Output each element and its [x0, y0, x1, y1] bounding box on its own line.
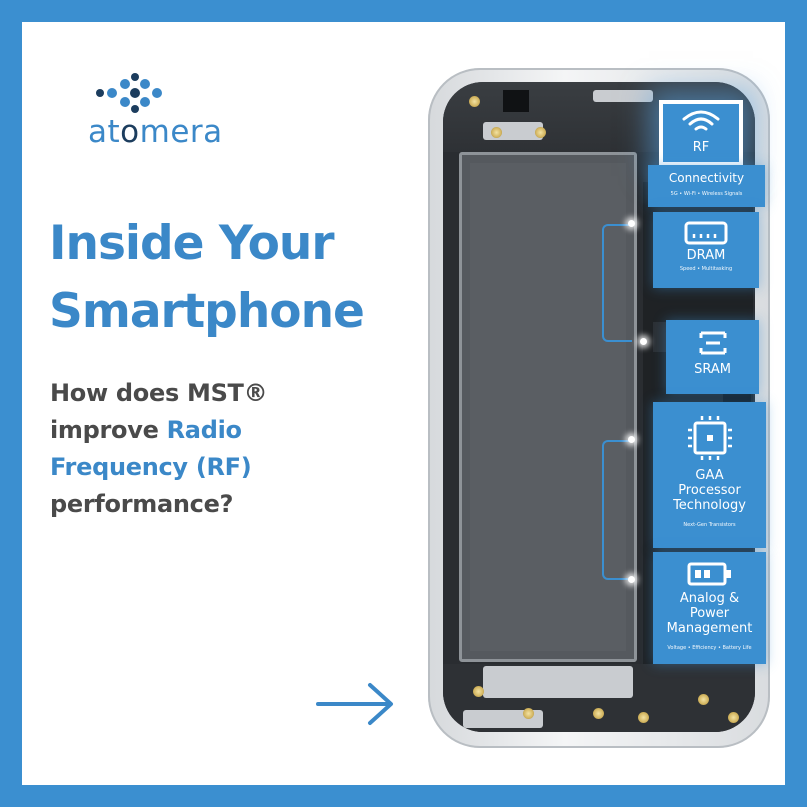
speaker-plate [483, 666, 633, 698]
rf-card: RF [659, 100, 743, 166]
screw [473, 686, 484, 697]
wifi-icon [682, 110, 720, 131]
camera-module [503, 90, 529, 112]
connector-bracket-processing [602, 440, 632, 580]
headline: Inside Your Smartphone [49, 210, 365, 346]
analog-power-card: Analog & Power Management Voltage • Effi… [653, 552, 766, 664]
screw [535, 127, 546, 138]
processor-icon [687, 416, 732, 460]
content-frame: atomera Inside Your Smartphone How does … [22, 22, 785, 785]
cache-icon [699, 331, 726, 355]
connectivity-card: Connectivity 5G • Wi-Fi • Wireless Signa… [648, 165, 765, 207]
brand-wordmark: atomera [88, 114, 223, 150]
screw [593, 708, 604, 719]
battery [459, 152, 637, 662]
analog-title: Analog & Power Management [666, 591, 753, 636]
gaa-title: GAA Processor Technology [673, 468, 746, 513]
gaa-subtitle: Next-Gen Transistors [683, 522, 736, 528]
sram-title: SRAM [694, 362, 731, 377]
connector-bracket-memory [602, 224, 632, 342]
connectivity-title: Connectivity [668, 171, 745, 185]
sram-card: SRAM [666, 320, 759, 394]
connectivity-subtitle: 5G • Wi-Fi • Wireless Signals [670, 191, 743, 197]
speaker-plate [593, 90, 653, 102]
dram-card: DRAM Speed • Multitasking [653, 212, 759, 288]
connector-dot [628, 436, 635, 443]
headline-line-2: Smartphone [49, 284, 365, 339]
analog-subtitle: Voltage • Efficiency • Battery Life [667, 645, 752, 651]
dram-title: DRAM [686, 248, 726, 263]
rf-title: RF [692, 140, 710, 155]
gaa-processor-card: GAA Processor Technology Next-Gen Transi… [653, 402, 766, 548]
screw [638, 712, 649, 723]
screw [698, 694, 709, 705]
screw [469, 96, 480, 107]
battery-icon [687, 562, 731, 586]
connector-dot [640, 338, 647, 345]
subheading: How does MST® improve Radio Frequency (R… [50, 379, 268, 518]
headline-line-1: Inside Your [49, 216, 335, 271]
dram-subtitle: Speed • Multitasking [679, 266, 733, 272]
screw [728, 712, 739, 723]
memory-icon [684, 221, 728, 245]
connector-dot [628, 220, 635, 227]
arrow-right-icon [316, 683, 393, 725]
screw [491, 127, 502, 138]
screw [523, 708, 534, 719]
atomera-logo-icon [96, 73, 162, 113]
connector-dot [628, 576, 635, 583]
